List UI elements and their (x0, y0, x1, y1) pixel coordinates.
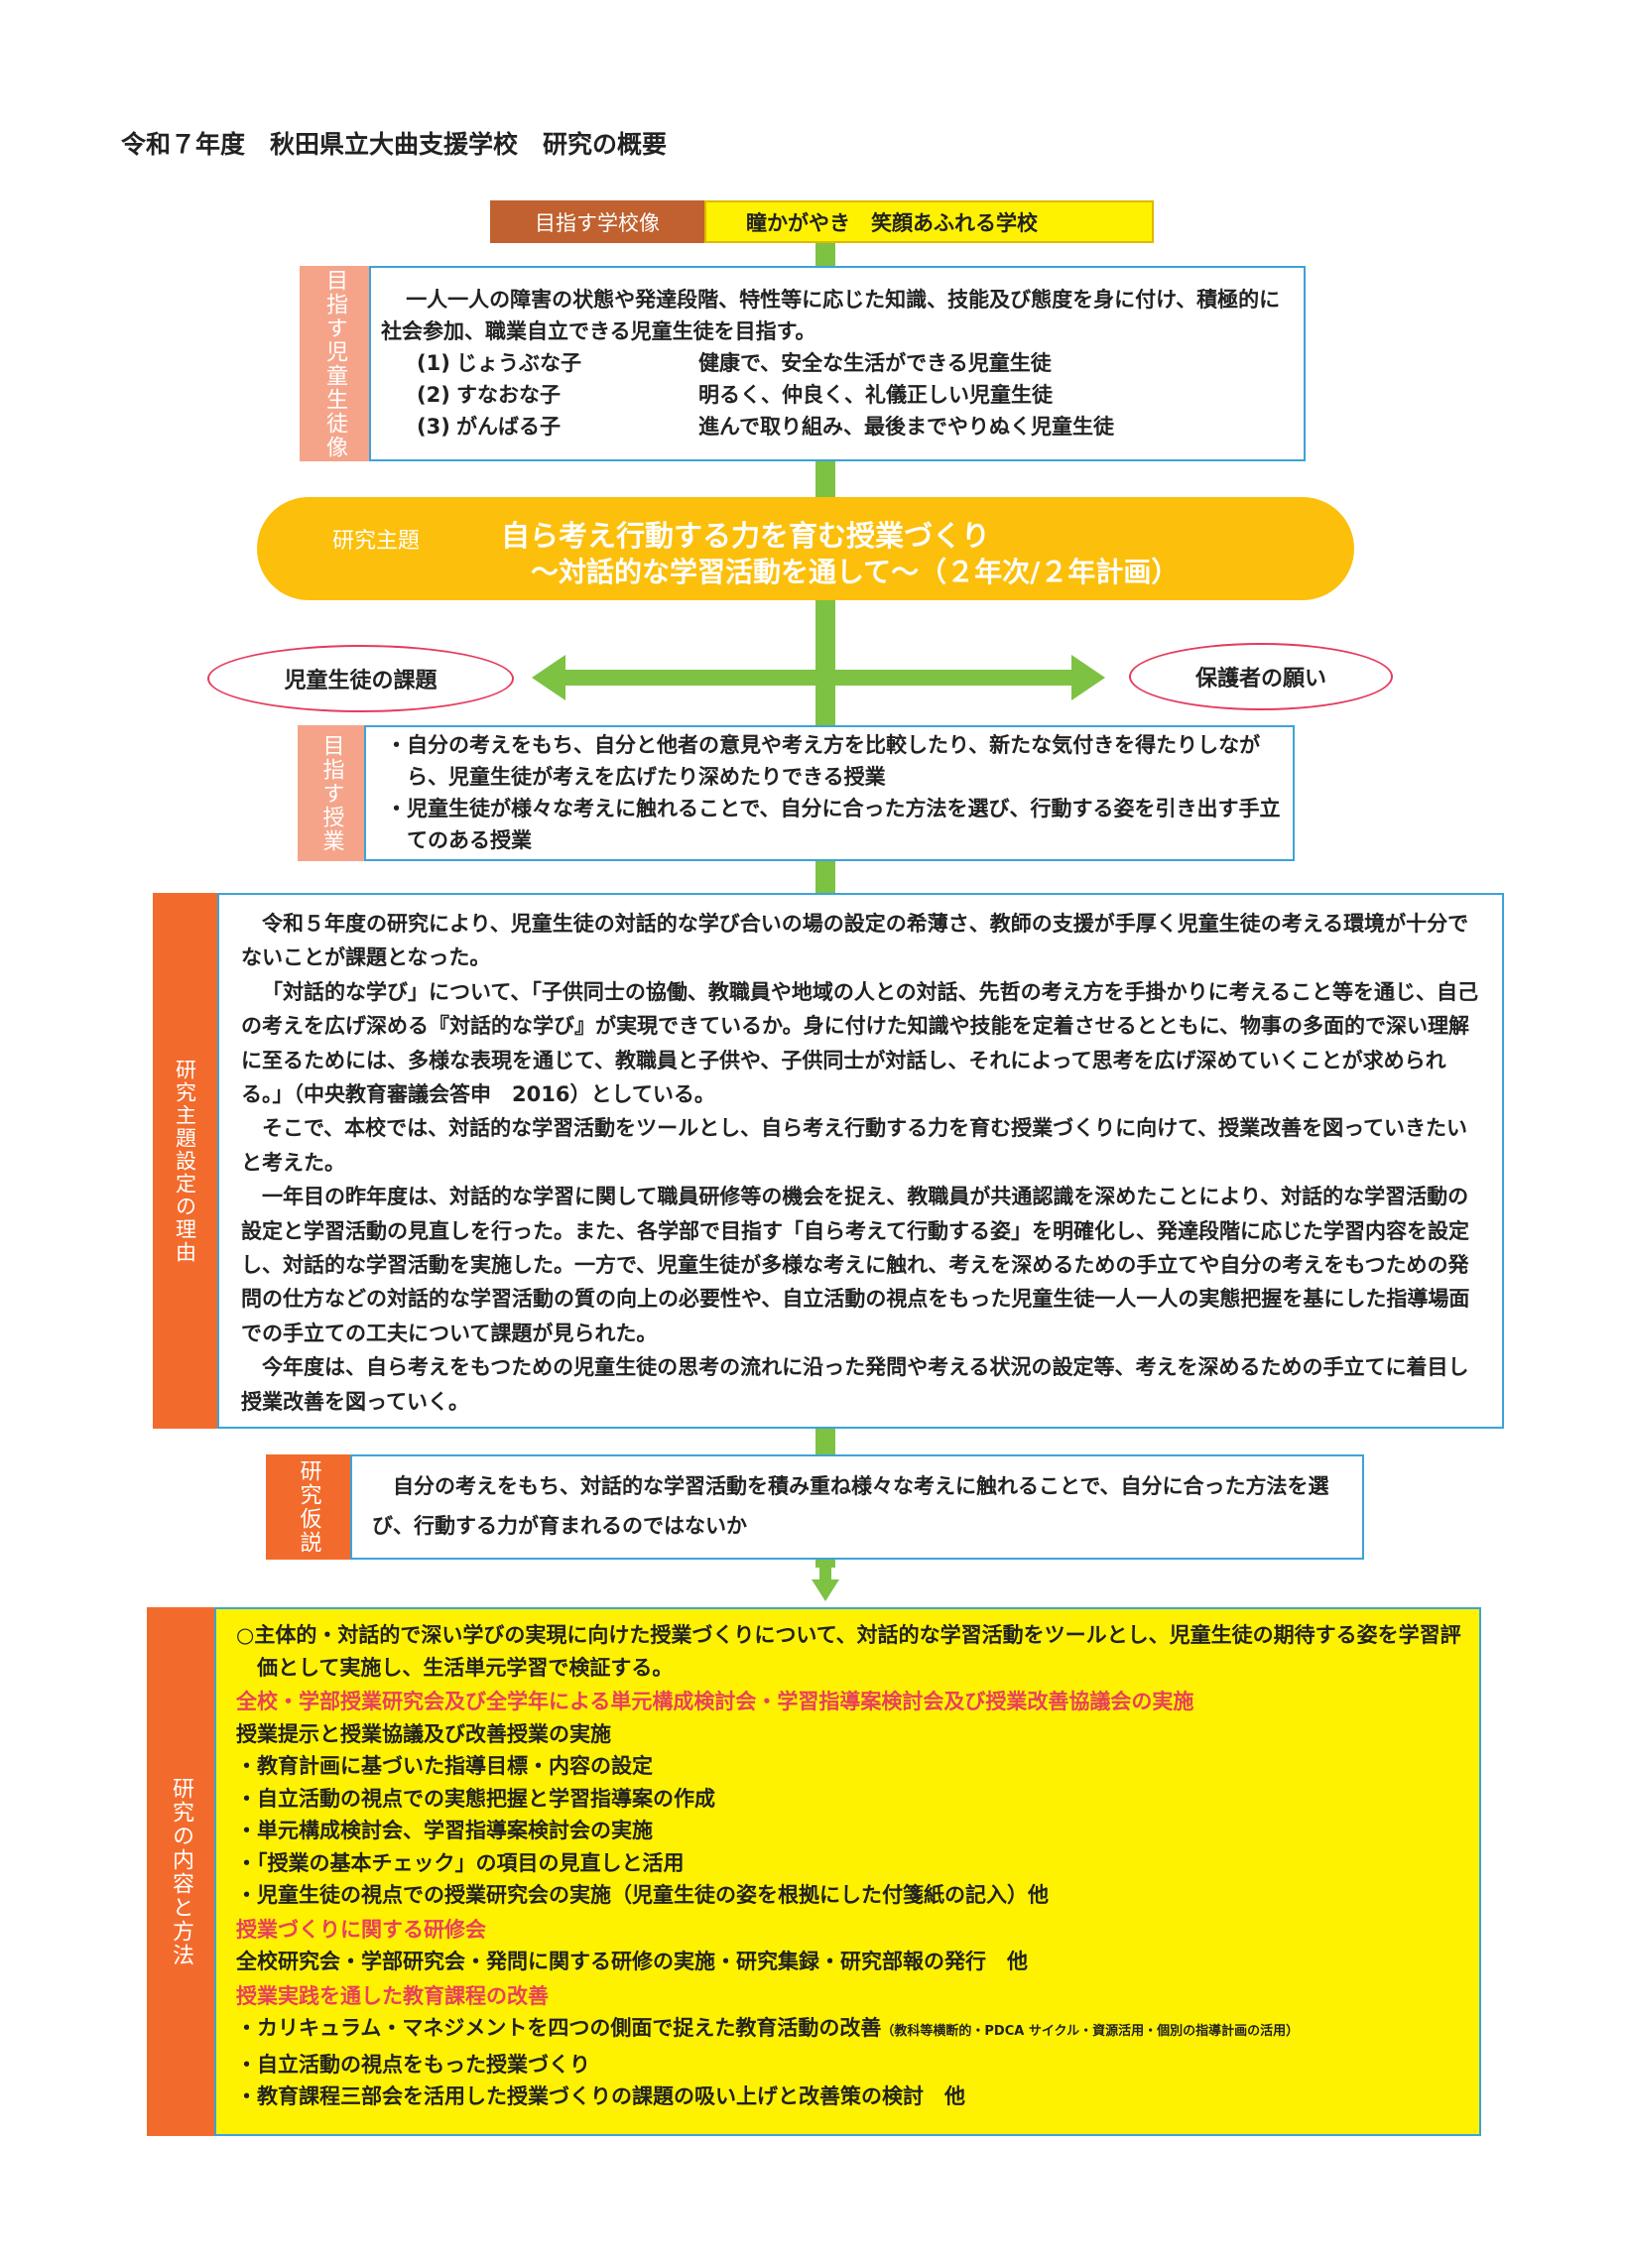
methods-item-text: ・教育課程三部会を活用した授業づくりの課題の吸い上げと改善策の検討 他 (236, 2084, 965, 2108)
methods-item-note: （教科等横断的・PDCA サイクル・資源活用・個別の指導計画の活用） (881, 2024, 1300, 2039)
reason-paragraph: そこで、本校では、対話的な学習活動をツールとし、自ら考え行動する力を育む授業づく… (241, 1116, 1468, 1175)
student-goal-item: (1)じょうぶな子 健康で、安全な生活ができる児童生徒 (417, 347, 1296, 379)
theme-sub: ～対話的な学習活動を通して～（２年次/２年計画） (531, 556, 1180, 588)
goal-description: 明るく、仲良く、礼儀正しい児童生徒 (698, 383, 1053, 407)
reason-paragraph: 「対話的な学び」について、「子供同士の協働、教職員や地域の人との対話、先哲の考え… (241, 979, 1478, 1107)
student-goal-item: (2)すなおな子 明るく、仲良く、礼儀正しい児童生徒 (417, 379, 1296, 411)
school-image-label: 目指す学校像 (490, 200, 704, 243)
reason-paragraph: 一年目の昨年度は、対話的な学習に関して職員研修等の機会を捉え、教職員が共通認識を… (241, 1185, 1470, 1345)
student-goal-item: (3)がんばる子 進んで取り組み、最後までやりぬく児童生徒 (417, 411, 1296, 442)
student-issues-oval: 児童生徒の課題 (207, 645, 514, 712)
methods-item-text: ・単元構成検討会、学習指導案検討会の実施 (236, 1819, 653, 1842)
reason-paragraph: 令和５年度の研究により、児童生徒の対話的な学び合いの場の設定の希薄さ、教師の支援… (241, 912, 1469, 970)
page-title: 令和７年度 秋田県立大曲支援学校 研究の概要 (121, 130, 668, 159)
goal-name: がんばる子 (456, 415, 561, 439)
methods-label: 研究の内容と方法 (147, 1607, 214, 2136)
reason-paragraph: 今年度は、自ら考えをもつための児童生徒の思考の流れに沿った発問や考える状況の設定… (241, 1355, 1469, 1414)
student-image-intro: 一人一人の障害の状態や発達段階、特性等に応じた知識、技能及び態度を身に付け、積極… (381, 288, 1281, 343)
school-image-value: 瞳かがやき 笑顔あふれる学校 (704, 200, 1154, 243)
methods-item: ・カリキュラム・マネジメントを四つの側面で捉えた教育活動の改善（教科等横断的・P… (236, 2012, 1465, 2049)
methods-item-text: ・自立活動の視点での実態把握と学習指導案の作成 (236, 1786, 715, 1811)
theme-label: 研究主題 (332, 529, 421, 554)
target-lesson-label: 目指す授業 (298, 725, 364, 861)
methods-item-text: ・「授業の基本チェック」の項目の見直しと活用 (236, 1850, 685, 1875)
methods-item: ・自立活動の視点をもった授業づくり (236, 2049, 1465, 2081)
methods-item: ・教育課程三部会を活用した授業づくりの課題の吸い上げと改善策の検討 他 (236, 2080, 1465, 2113)
goal-description: 進んで取り組み、最後までやりぬく児童生徒 (698, 415, 1114, 439)
methods-item: ・児童生徒の視点での授業研究会の実施（児童生徒の姿を根拠にした付箋紙の記入）他 (236, 1879, 1465, 1912)
methods-heading: 全校・学部授業研究会及び全学年による単元構成検討会・学習指導案検討会及び授業改善… (236, 1690, 1194, 1713)
down-arrow-icon (812, 1560, 839, 1601)
goal-number: (1) (417, 351, 450, 375)
methods-item-text: ・自立活動の視点をもった授業づくり (236, 2052, 590, 2077)
reason-label: 研究主題設定の理由 (153, 893, 217, 1429)
methods-item: ・自立活動の視点での実態把握と学習指導案の作成 (236, 1783, 1465, 1816)
student-image-label: 目指す児童生徒像 (300, 266, 369, 461)
reason-box: 令和５年度の研究により、児童生徒の対話的な学び合いの場の設定の希薄さ、教師の支援… (217, 893, 1504, 1429)
target-lesson-box: ・自分の考えをもち、自分と他者の意見や考え方を比較したり、新たな気付きを得たりし… (364, 725, 1295, 861)
methods-heading: 授業実践を通した教育課程の改善 (236, 1983, 549, 2008)
methods-item: 全校研究会・学部研究会・発問に関する研修の実施・研究集録・研究部報の発行 他 (236, 1946, 1465, 1978)
methods-box: ○主体的・対話的で深い学びの実現に向けた授業づくりについて、対話的な学習活動をツ… (214, 1607, 1481, 2136)
methods-item: ・単元構成検討会、学習指導案検討会の実施 (236, 1815, 1465, 1847)
goal-name: じょうぶな子 (456, 351, 581, 375)
parents-wishes-oval: 保護者の願い (1129, 643, 1393, 710)
goal-number: (2) (417, 383, 450, 407)
goal-description: 健康で、安全な生活ができる児童生徒 (698, 351, 1052, 375)
methods-item-text: 全校研究会・学部研究会・発問に関する研修の実施・研究集録・研究部報の発行 他 (236, 1950, 1028, 1973)
target-lesson-item: ・児童生徒が様々な考えに触れることで、自分に合った方法を選び、行動する姿を引き出… (386, 797, 1281, 852)
methods-heading: 授業づくりに関する研修会 (236, 1917, 486, 1942)
methods-item-text: ・児童生徒の視点での授業研究会の実施（児童生徒の姿を根拠にした付箋紙の記入）他 (236, 1883, 1049, 1907)
methods-item-text: ・教育計画に基づいた指導目標・内容の設定 (236, 1754, 653, 1778)
goal-name: すなおな子 (456, 383, 561, 407)
hypothesis-box: 自分の考えをもち、対話的な学習活動を積み重ね様々な考えに触れることで、自分に合っ… (350, 1454, 1364, 1560)
research-theme: 研究主題 自ら考え行動する力を育む授業づくり ～対話的な学習活動を通して～（２年… (257, 497, 1354, 600)
methods-item-text: 授業提示と授業協議及び改善授業の実施 (236, 1721, 611, 1746)
methods-item: 授業提示と授業協議及び改善授業の実施 (236, 1718, 1465, 1751)
student-image-box: 一人一人の障害の状態や発達段階、特性等に応じた知識、技能及び態度を身に付け、積極… (369, 266, 1306, 461)
methods-item: ・「授業の基本チェック」の項目の見直しと活用 (236, 1847, 1465, 1880)
methods-item: ・教育計画に基づいた指導目標・内容の設定 (236, 1750, 1465, 1783)
methods-item-text: ・カリキュラム・マネジメントを四つの側面で捉えた教育活動の改善 (236, 2016, 882, 2040)
theme-main: 自ら考え行動する力を育む授業づくり (501, 519, 991, 553)
target-lesson-item: ・自分の考えをもち、自分と他者の意見や考え方を比較したり、新たな気付きを得たりし… (386, 733, 1261, 789)
methods-lead: ○主体的・対話的で深い学びの実現に向けた授業づくりについて、対話的な学習活動をツ… (236, 1623, 1461, 1680)
hypothesis-label: 研究仮説 (266, 1454, 350, 1560)
double-arrow-icon (532, 655, 1105, 700)
goal-number: (3) (417, 415, 450, 439)
